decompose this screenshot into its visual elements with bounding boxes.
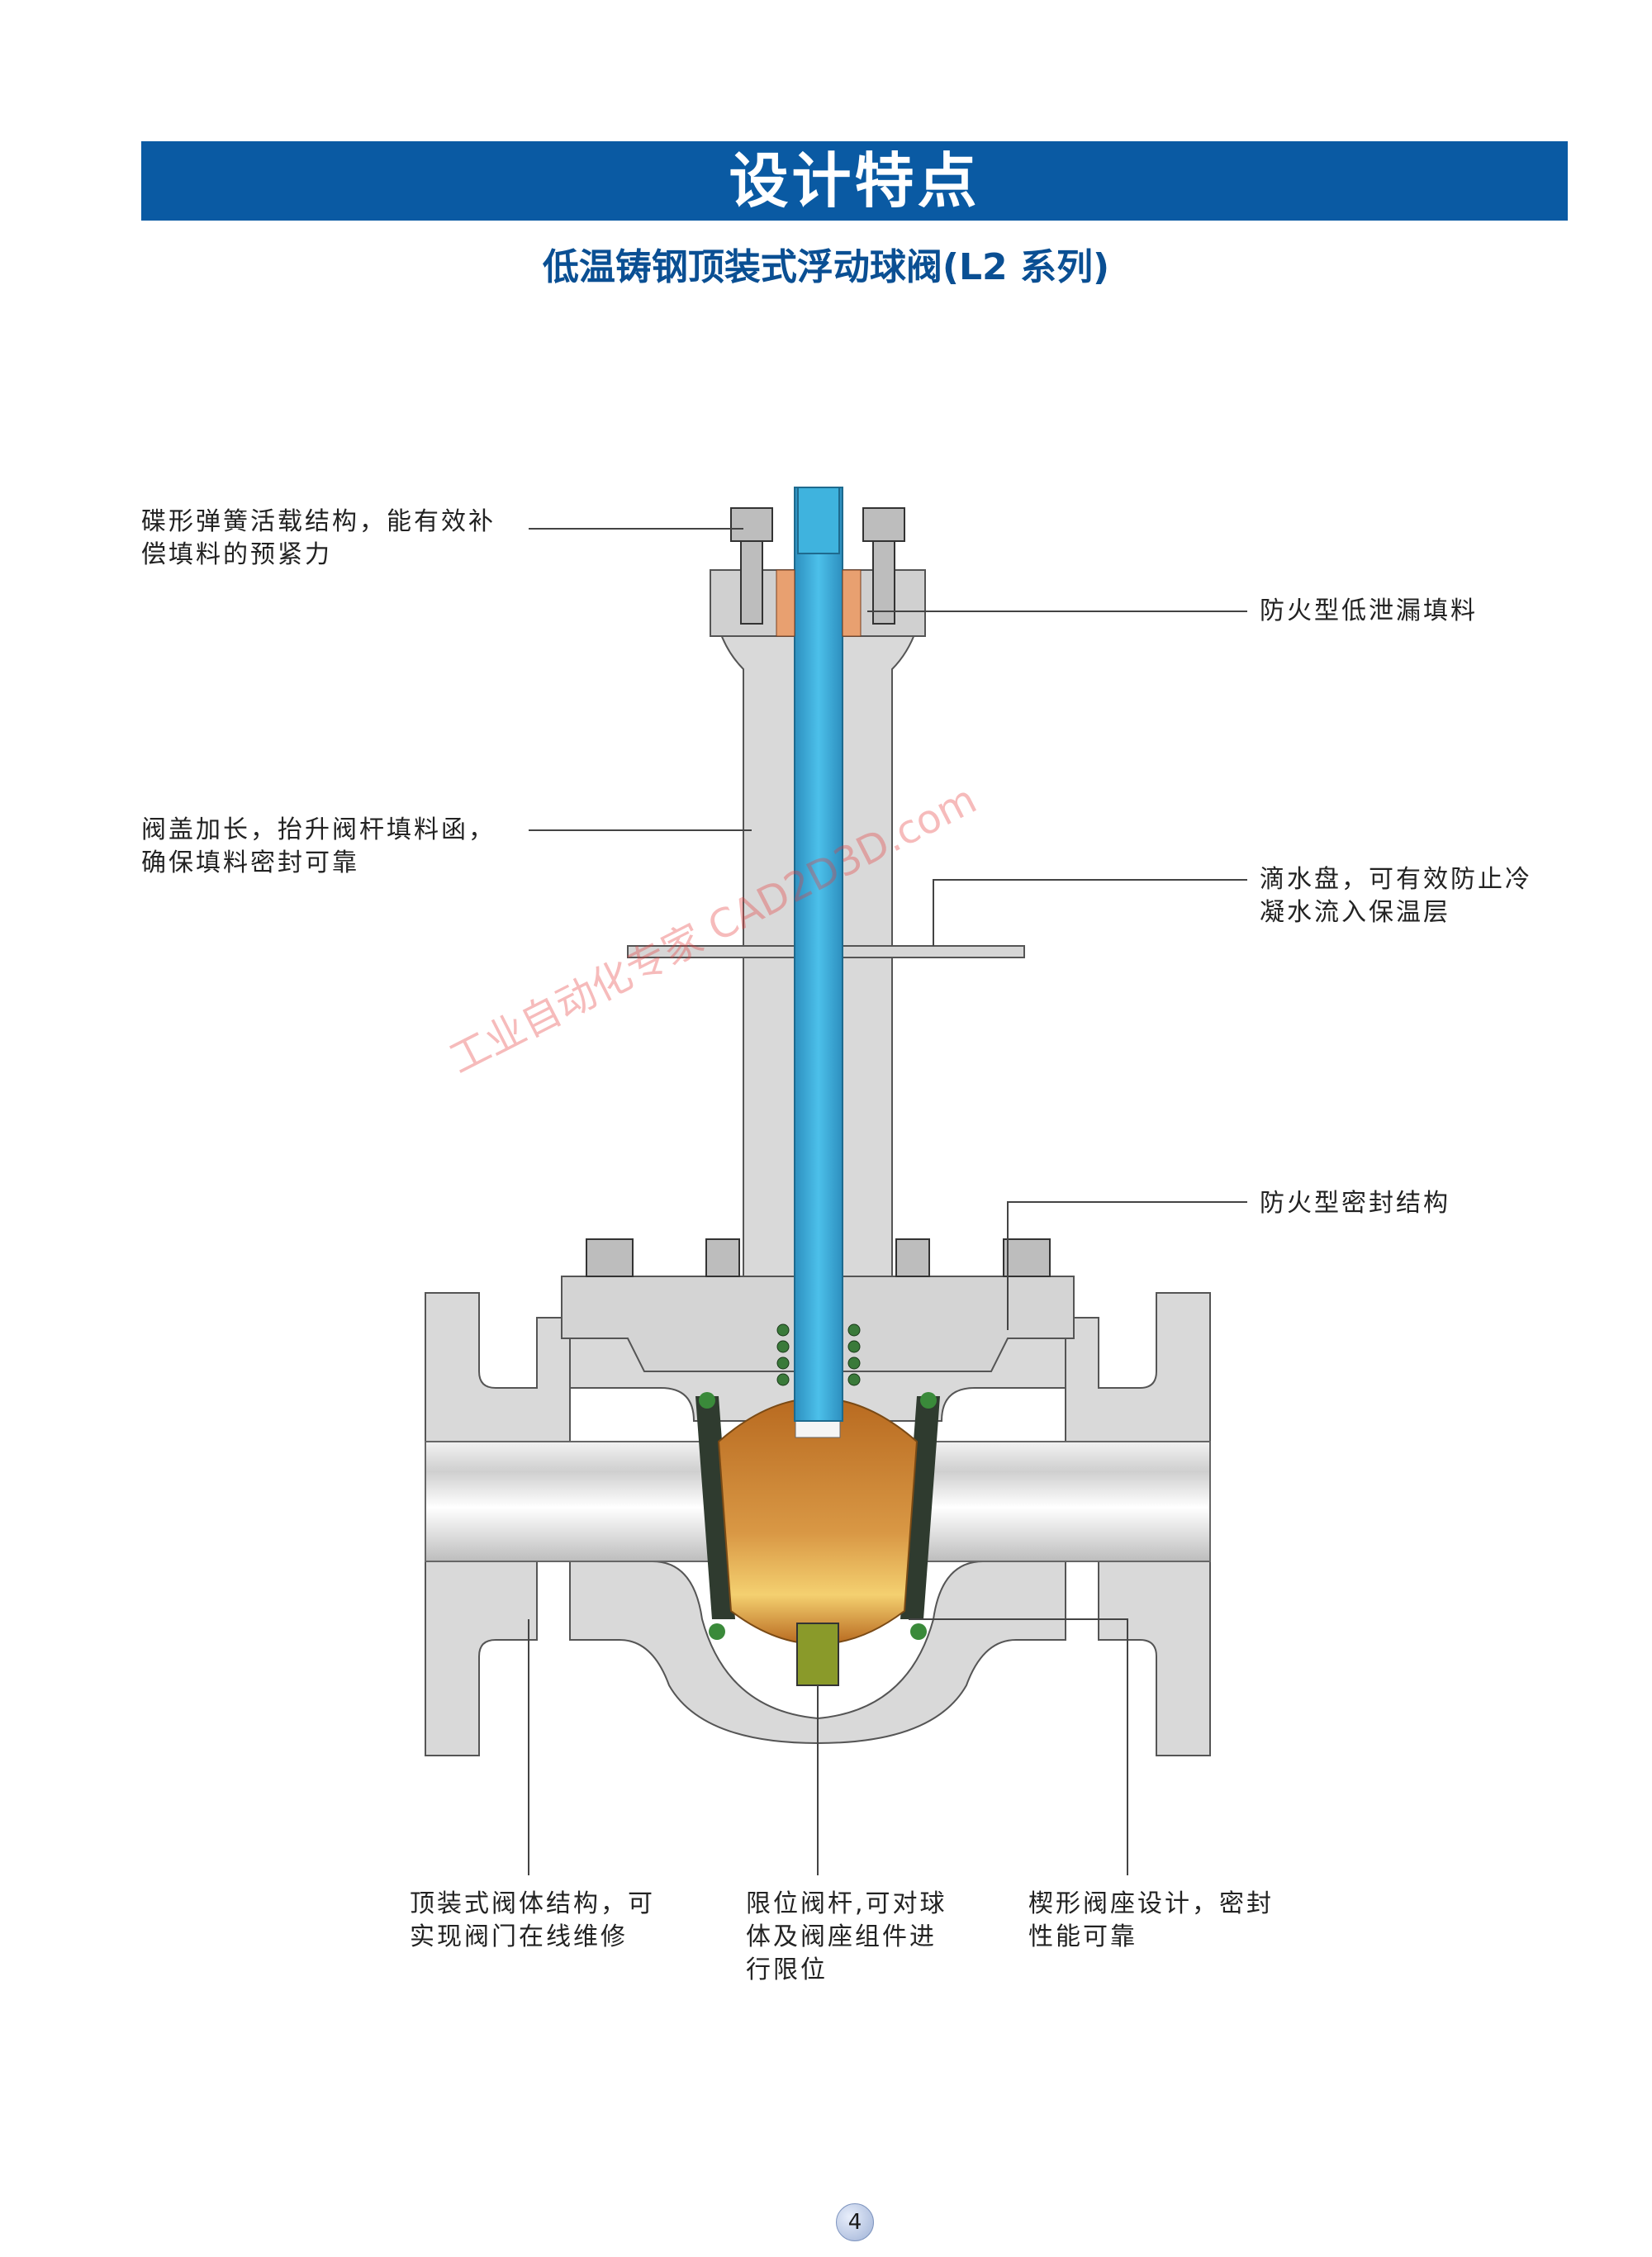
note-drip-tray: 滴水盘，可有效防止冷 凝水流入保温层 [1260, 865, 1532, 927]
note-disc-spring: 碟形弹簧活载结构，能有效补 偿填料的预紧力 [141, 507, 496, 569]
left-seat [695, 1396, 735, 1619]
page-title-bar: 设计特点 [141, 141, 1568, 221]
packing [776, 569, 795, 637]
page-subtitle: 低温铸钢顶装式浮动球阀(L2 系列) [542, 246, 1110, 288]
limit-stem [796, 1623, 839, 1686]
valve-stem [794, 487, 843, 1422]
ball [717, 1397, 919, 1645]
page-number: 4 [836, 2203, 874, 2241]
note-wedge-seat: 楔形阀座设计，密封 性能可靠 [1028, 1889, 1274, 1951]
note-fire-packing: 防火型低泄漏填料 [1260, 596, 1478, 625]
top-bolts [730, 507, 905, 625]
stem-springs [776, 1323, 861, 1386]
leader-lines [528, 528, 1247, 1875]
right-seat [900, 1396, 940, 1619]
note-extended-bonnet: 阀盖加长，抬升阀杆填料函， 确保填料密封可靠 [141, 815, 496, 877]
note-top-entry: 顶装式阀体结构，可 实现阀门在线维修 [410, 1889, 655, 1951]
stem-top [797, 487, 840, 554]
note-limit-stem: 限位阀杆,可对球 体及阀座组件进 行限位 [746, 1889, 947, 1984]
note-fire-seal: 防火型密封结构 [1260, 1189, 1450, 1218]
page-title: 设计特点 [729, 146, 980, 216]
bonnet-bolts [586, 1238, 1051, 1277]
